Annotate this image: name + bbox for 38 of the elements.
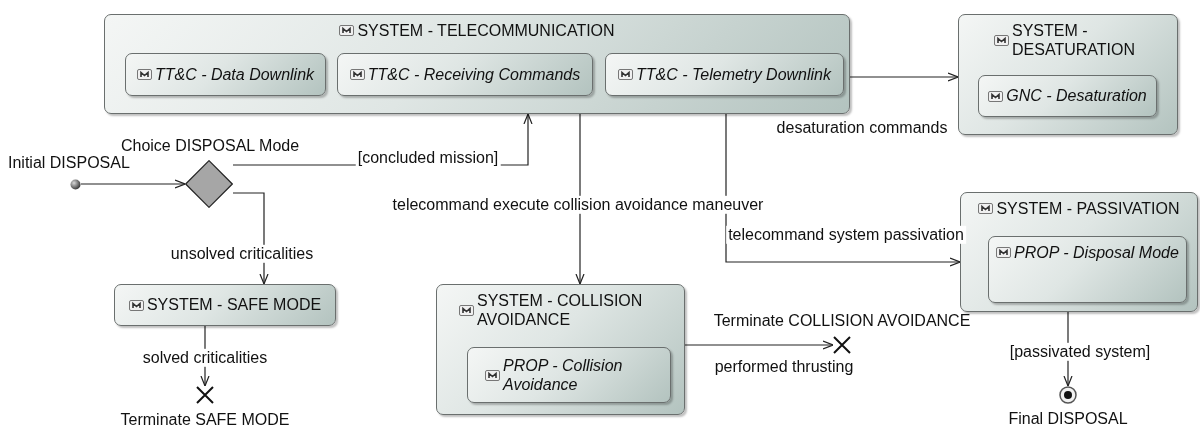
node-title: SYSTEM - SAFE MODE (146, 295, 322, 315)
action-box (605, 53, 844, 96)
arrow (575, 113, 585, 285)
activity-box (958, 14, 1178, 135)
action-box (978, 75, 1157, 117)
edge-label: telecommand execute collision avoidance maneuver (390, 195, 766, 215)
node-label: Terminate SAFE MODE (120, 411, 290, 430)
node-title: SYSTEM - PASSIVATION (996, 199, 1180, 219)
arrow (684, 340, 834, 350)
arrow (725, 113, 961, 267)
node-title: SYSTEM - DESATURATION (1012, 21, 1136, 60)
node-title: TT&C - Data Downlink (154, 64, 315, 85)
edge-label: unsolved criticalities (168, 244, 316, 264)
edge-label: telecommand system passivation (726, 225, 966, 245)
action-box (337, 53, 593, 96)
node-label: Terminate COLLISION AVOIDANCE (713, 312, 971, 331)
action-box (467, 347, 671, 403)
node-label: Final DISPOSAL (1008, 410, 1128, 429)
edge-label: performed thrusting (712, 357, 856, 377)
node-label: Choice DISPOSAL Mode (120, 137, 300, 156)
node-title: PROP - Disposal Mode (1014, 243, 1179, 263)
arrow (80, 179, 186, 189)
edge-label: [passivated system] (1007, 342, 1153, 362)
node-title: TT&C - Receiving Commands (367, 64, 581, 85)
edge-label: solved criticalities (140, 348, 270, 368)
node-title: TT&C - Telemetry Downlink (636, 64, 831, 85)
activity-box (104, 14, 850, 114)
activity-box (436, 284, 685, 415)
node-title: GNC - Desaturation (1006, 86, 1147, 106)
action-box (988, 236, 1187, 303)
node-title: SYSTEM - COLLISION AVOIDANCE (477, 291, 644, 330)
edge-label: [concluded mission] (355, 148, 501, 168)
arrow (849, 72, 959, 82)
node-title: PROP - Collision Avoidance (503, 355, 624, 395)
node-label: Initial DISPOSAL (8, 154, 130, 173)
node-title: SYSTEM - TELECOMMUNICATION (357, 21, 615, 41)
activity-box (114, 284, 336, 326)
action-box (125, 53, 326, 96)
